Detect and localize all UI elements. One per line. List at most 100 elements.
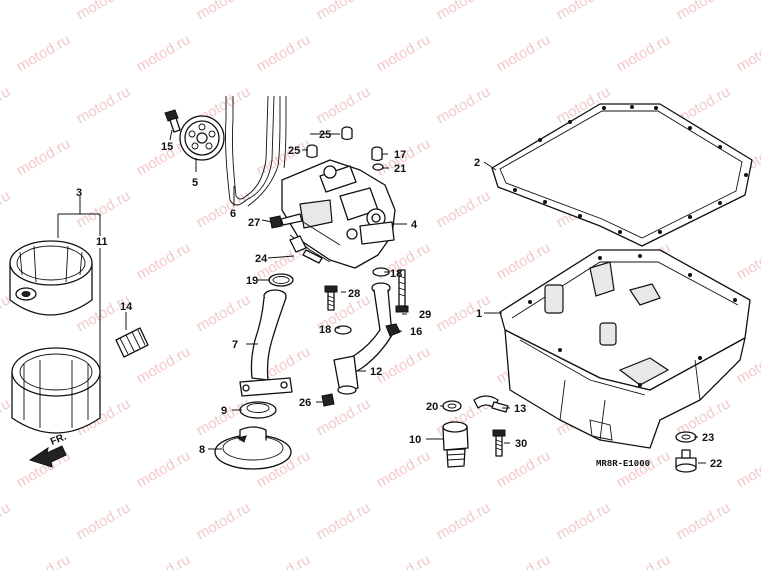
watermark-text: motod.ru: [14, 31, 74, 75]
watermark-text: motod.ru: [134, 551, 194, 570]
oil-pump-drive-chain: [225, 95, 287, 207]
oil-pump-sprocket: [179, 115, 225, 161]
watermark-text: motod.ru: [734, 31, 761, 75]
watermark-text: motod.ru: [194, 499, 254, 543]
watermark-text: motod.ru: [674, 499, 734, 543]
watermark-text: motod.ru: [674, 0, 734, 23]
callout-1: 1: [476, 308, 482, 320]
watermark-text: motod.ru: [374, 343, 434, 387]
drain-washer-23: [675, 431, 697, 443]
callout-25a: 25: [319, 129, 331, 141]
watermark-text: motod.ru: [494, 239, 554, 283]
oil-filter-upper: [9, 240, 93, 316]
strainer-seal: [239, 401, 277, 419]
collar: [371, 146, 383, 162]
callout-6: 6: [230, 208, 236, 220]
callout-18a: 18: [390, 268, 402, 280]
watermark-text: motod.ru: [134, 239, 194, 283]
sealing-washer-20: [442, 400, 462, 412]
flange-bolt-28: [324, 285, 338, 311]
watermark-text: motod.ru: [314, 499, 374, 543]
watermark-text: motod.ru: [374, 447, 434, 491]
callout-16: 16: [410, 326, 422, 338]
watermark-text: motod.ru: [314, 0, 374, 23]
callout-19: 19: [246, 275, 258, 287]
callout-12: 12: [370, 366, 382, 378]
oil-strainer: [214, 426, 292, 470]
callout-22: 22: [710, 458, 722, 470]
watermark-text: motod.ru: [614, 31, 674, 75]
watermark-text: motod.ru: [134, 447, 194, 491]
callout-20: 20: [426, 401, 438, 413]
o-ring-19: [268, 273, 294, 287]
callout-13: 13: [514, 403, 526, 415]
oil-filter-boss: [115, 327, 149, 358]
leader-lines: [57, 129, 706, 464]
watermark-text: motod.ru: [14, 135, 74, 179]
nut-16: [385, 323, 401, 337]
watermark-text: motod.ru: [194, 187, 254, 231]
watermark-text: motod.ru: [734, 239, 761, 283]
watermark-text: motod.ru: [494, 551, 554, 570]
watermark-text: motod.ru: [74, 499, 134, 543]
callout-8: 8: [199, 444, 205, 456]
watermark-text: motod.ru: [374, 31, 434, 75]
callout-10: 10: [409, 434, 421, 446]
watermark-text: motod.ru: [314, 83, 374, 127]
flange-bolt-29: [395, 269, 409, 313]
callout-24: 24: [255, 253, 268, 265]
watermark-text: motod.ru: [134, 31, 194, 75]
watermark-text: motod.ru: [434, 0, 494, 23]
callout-18b: 18: [319, 324, 331, 336]
dowel-pin-lower: [306, 144, 318, 159]
dowel-pin-24: [302, 249, 323, 264]
oil-filter-lower: [11, 347, 101, 434]
callout-21: 21: [394, 163, 406, 175]
callout-25b: 25: [288, 145, 300, 157]
oil-pan-gasket: [491, 103, 753, 247]
sprocket-bolt: [164, 109, 181, 133]
oil-pump-assembly: [281, 159, 396, 269]
callout-7: 7: [232, 339, 238, 351]
oil-pressure-switch: [442, 421, 469, 468]
callout-5: 5: [192, 177, 198, 189]
callout-4: 4: [411, 219, 418, 231]
watermark-text: motod.ru: [734, 447, 761, 491]
callout-26: 26: [299, 397, 311, 409]
callout-29: 29: [419, 309, 431, 321]
pump-mount-bolt: [269, 213, 303, 229]
watermark-text: motod.ru: [554, 0, 614, 23]
watermark-text: motod.ru: [434, 499, 494, 543]
callout-23: 23: [702, 432, 714, 444]
oil-pan: [499, 249, 751, 449]
o-ring-18-lower: [334, 325, 352, 335]
watermark-text: motod.ru: [0, 83, 13, 127]
watermark-text: motod.ru: [194, 291, 254, 335]
watermark-text: motod.ru: [254, 551, 314, 570]
oil-pipe: [333, 282, 393, 395]
watermark-text: motod.ru: [374, 551, 434, 570]
watermark-text: motod.ru: [14, 551, 74, 570]
callout-11: 11: [96, 236, 108, 248]
watermark-text: motod.ru: [254, 31, 314, 75]
watermark-text: motod.ru: [734, 551, 761, 570]
watermark-text: motod.ru: [0, 395, 13, 439]
dowel-pin-upper: [341, 126, 353, 141]
watermark-text: motod.ru: [434, 187, 494, 231]
diagram-code: MR8R-E1000: [596, 459, 650, 469]
callout-labels: 1234567891011121314151617181819202122232…: [76, 129, 722, 470]
watermark-text: motod.ru: [0, 499, 13, 543]
watermark-text: motod.ru: [0, 0, 13, 23]
drain-bolt-22: [675, 449, 697, 473]
watermark-text: motod.ru: [0, 187, 13, 231]
callout-9: 9: [221, 405, 227, 417]
wire-clamp-13: [473, 395, 509, 413]
watermark-text: motod.ru: [74, 187, 134, 231]
watermark-text: motod.ru: [74, 0, 134, 23]
callout-27: 27: [248, 217, 260, 229]
oil-strainer-pipe: [239, 289, 293, 397]
callout-3: 3: [76, 187, 82, 199]
watermark-text: motod.ru: [554, 499, 614, 543]
watermark-text: motod.ru: [134, 343, 194, 387]
